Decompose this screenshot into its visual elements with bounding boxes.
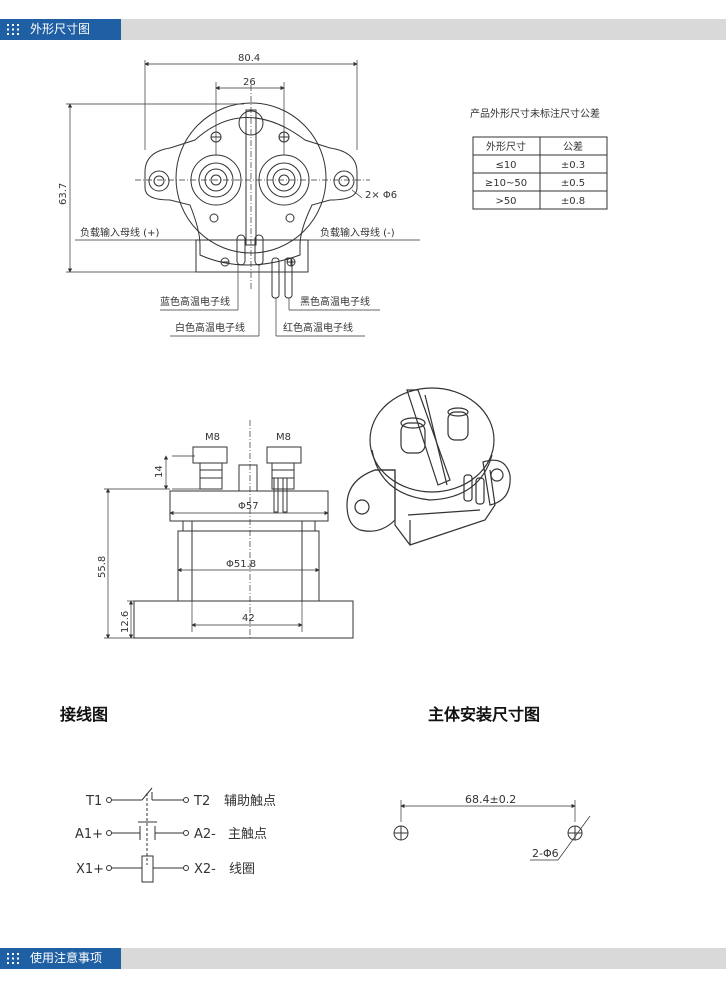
table-cell: ≥10~50 bbox=[485, 178, 527, 189]
tolerance-title: 产品外形尺寸未标注尺寸公差 bbox=[470, 107, 600, 120]
mount-labels: 68.4±0.2 2-Φ6 bbox=[465, 793, 559, 860]
holes-label: 2× Φ6 bbox=[365, 190, 397, 201]
side-view-drawing bbox=[104, 420, 354, 640]
top-view-labels: 80.4 26 63.7 2× Φ6 负载输入母线 (+) 负载输入母线 (-)… bbox=[58, 53, 397, 334]
t1-label: T1 bbox=[85, 794, 102, 809]
table-header: 公差 bbox=[563, 140, 583, 153]
wiring-labels: T1 T2 辅助触点 A1+ A2- 主触点 X1+ X2- 线圈 bbox=[75, 794, 276, 877]
section-header-notes: 使用注意事项 bbox=[0, 948, 726, 969]
tolerance-table: 产品外形尺寸未标注尺寸公差 外形尺寸 公差 ≤10 ±0.3 ≥10~50 ±0… bbox=[470, 107, 608, 210]
mount-holes-label: 2-Φ6 bbox=[532, 847, 559, 860]
t2-label: T2 bbox=[193, 794, 210, 809]
section-bar-fill bbox=[121, 948, 726, 969]
dim-57-label: Φ57 bbox=[238, 501, 259, 512]
table-cell: ±0.3 bbox=[561, 160, 585, 171]
dim-14-label: 14 bbox=[154, 465, 165, 478]
dim-42-label: 42 bbox=[242, 613, 255, 624]
table-header: 外形尺寸 bbox=[486, 140, 526, 153]
top-view-drawing bbox=[66, 60, 420, 337]
grid-icon bbox=[7, 953, 19, 964]
a2-label: A2- bbox=[194, 827, 216, 842]
bus-minus-label: 负载输入母线 (-) bbox=[320, 226, 395, 239]
section-tag: 外形尺寸图 bbox=[0, 19, 121, 40]
mount-spacing-label: 68.4±0.2 bbox=[465, 793, 516, 806]
aux-contact-label: 辅助触点 bbox=[224, 794, 276, 809]
grid-icon bbox=[7, 24, 19, 35]
m8-right-label: M8 bbox=[276, 432, 291, 443]
table-cell: ≤10 bbox=[495, 160, 516, 171]
wire-red-label: 红色高温电子线 bbox=[283, 321, 353, 334]
wiring-title: 接线图 bbox=[60, 705, 109, 724]
section-title: 使用注意事项 bbox=[30, 951, 103, 965]
a1-label: A1+ bbox=[75, 827, 103, 842]
mount-title: 主体安装尺寸图 bbox=[428, 705, 541, 724]
wire-black-label: 黑色高温电子线 bbox=[300, 295, 370, 308]
main-contact-label: 主触点 bbox=[228, 827, 267, 842]
dim-12-6-label: 12.6 bbox=[120, 611, 131, 633]
section-title: 外形尺寸图 bbox=[30, 22, 91, 36]
side-view-labels: M8 M8 14 Φ57 55.8 Φ51.8 12.6 42 bbox=[97, 432, 291, 633]
coil-label: 线圈 bbox=[229, 862, 255, 877]
isometric-view bbox=[346, 387, 511, 546]
bus-plus-label: 负载输入母线 (+) bbox=[80, 226, 159, 239]
x2-label: X2- bbox=[194, 862, 216, 877]
wire-blue-label: 蓝色高温电子线 bbox=[160, 295, 230, 308]
table-cell: ±0.8 bbox=[561, 196, 585, 207]
wiring-diagram bbox=[106, 787, 189, 883]
table-cell: ±0.5 bbox=[561, 178, 585, 189]
dim-height-label: 63.7 bbox=[58, 183, 69, 205]
x1-label: X1+ bbox=[76, 862, 104, 877]
section-bar-fill bbox=[121, 19, 726, 40]
m8-left-label: M8 bbox=[205, 432, 220, 443]
dim-55-8-label: 55.8 bbox=[97, 556, 108, 578]
table-cell: >50 bbox=[495, 196, 516, 207]
section-tag: 使用注意事项 bbox=[0, 948, 121, 969]
section-header-dimensions: 外形尺寸图 bbox=[0, 19, 726, 40]
mount-diagram bbox=[393, 800, 591, 861]
wire-white-label: 白色高温电子线 bbox=[175, 321, 245, 334]
dim-width-label: 80.4 bbox=[238, 53, 260, 64]
dim-inner-label: 26 bbox=[243, 77, 256, 88]
dim-51-8-label: Φ51.8 bbox=[226, 559, 256, 570]
